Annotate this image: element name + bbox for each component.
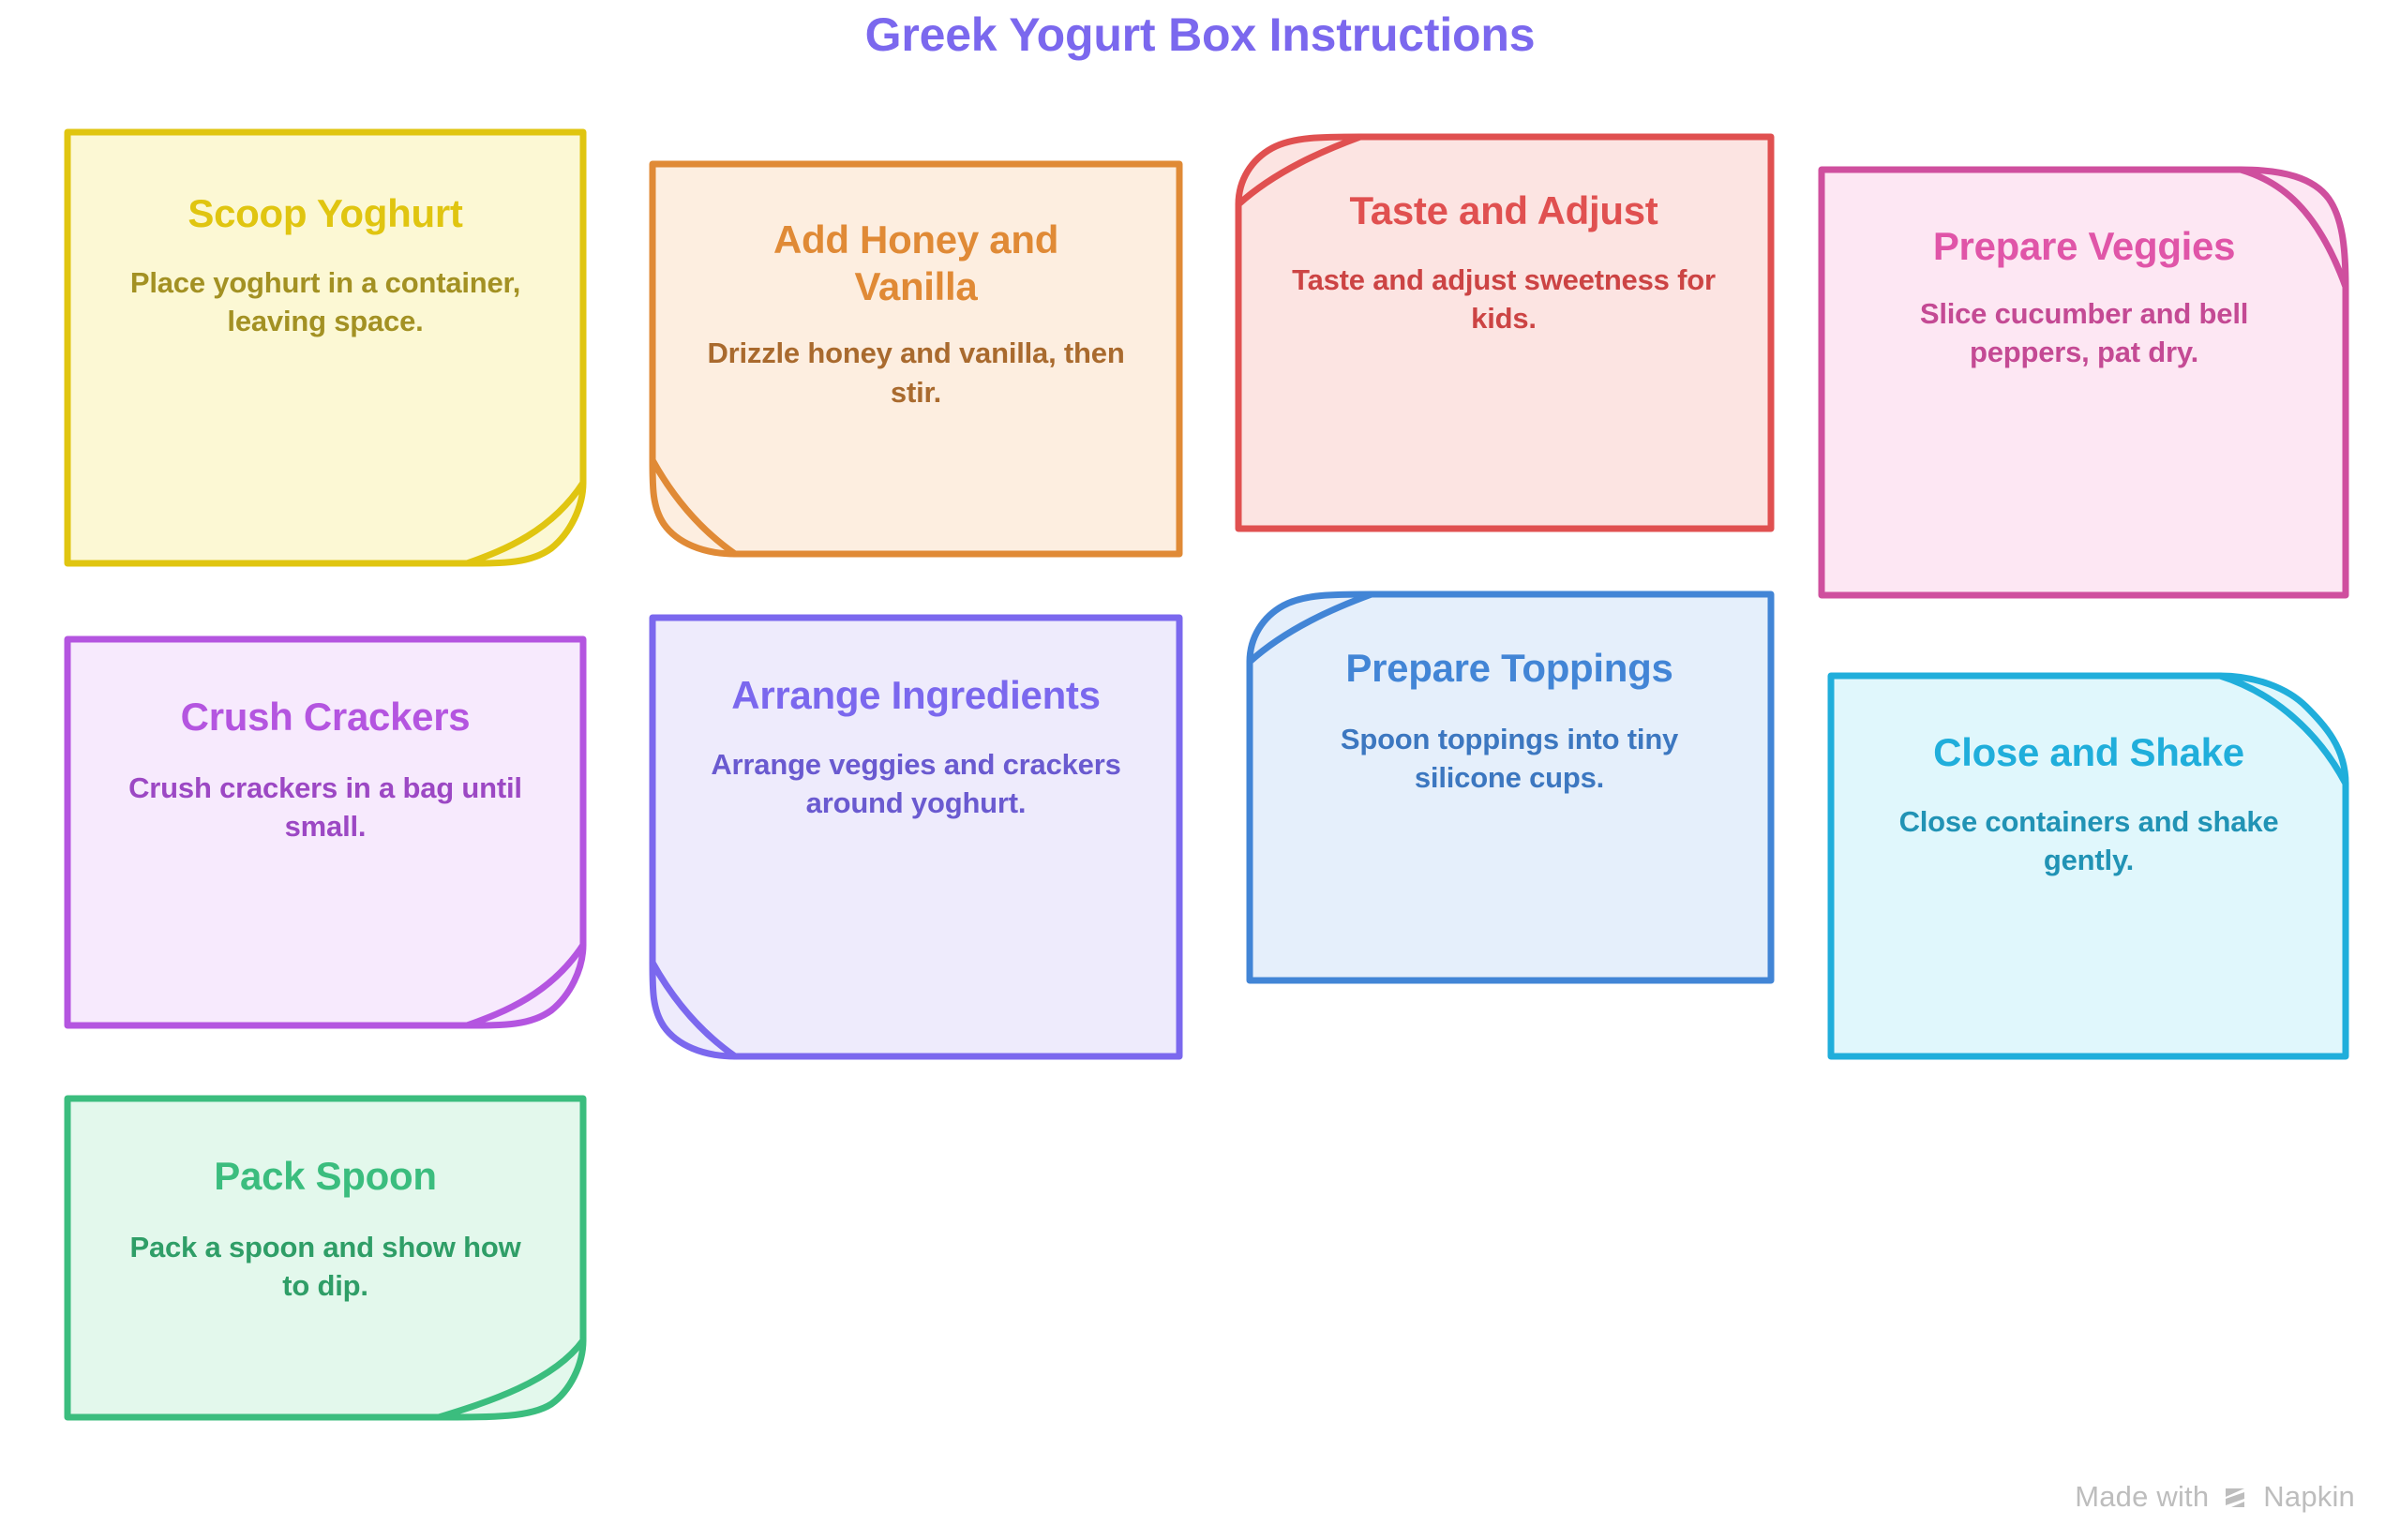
card-body: Taste and adjust sweetness for kids.: [1292, 262, 1716, 336]
card-prepare-veggies[interactable]: Prepare Veggies Slice cucumber and bell …: [1817, 165, 2351, 600]
card-arrange-ingredients[interactable]: Arrange Ingredients Arrange veggies and …: [649, 614, 1183, 1060]
sticky-note-shape-top-left-curl: [1235, 133, 1775, 532]
sticky-note-shape-bottom-left-curl: [649, 614, 1183, 1060]
sticky-note-shape-bottom-right-curl: [64, 635, 587, 1029]
card-body: Arrange veggies and crackers around yogh…: [711, 747, 1121, 820]
card-pack-spoon[interactable]: Pack Spoon Pack a spoon and show how to …: [64, 1095, 587, 1421]
sticky-note-shape-top-right-curl: [1827, 672, 2349, 1060]
card-title: Crush Crackers: [180, 695, 471, 739]
napkin-chevron-logo-icon: [2226, 1488, 2245, 1507]
page-title: Greek Yogurt Box Instructions: [864, 8, 1536, 61]
napkin-watermark: Made with Napkin: [2075, 1480, 2355, 1514]
card-taste-and-adjust[interactable]: Taste and Adjust Taste and adjust sweetn…: [1233, 129, 1775, 532]
card-body: Drizzle honey and vanilla, then stir.: [707, 336, 1125, 409]
card-title: Scoop Yoghurt: [188, 191, 463, 235]
card-title: Arrange Ingredients: [731, 673, 1101, 717]
card-add-honey-and-vanilla[interactable]: Add Honey and Vanilla Drizzle honey and …: [649, 160, 1183, 558]
card-title: Prepare Toppings: [1345, 646, 1673, 690]
card-body: Crush crackers in a bag until small.: [128, 770, 522, 844]
card-title: Add Honey and Vanilla: [772, 217, 1059, 308]
card-title: Taste and Adjust: [1349, 188, 1658, 232]
card-crush-crackers[interactable]: Crush Crackers Crush crackers in a bag u…: [64, 635, 587, 1029]
card-title: Prepare Veggies: [1932, 224, 2236, 268]
watermark-prefix: Made with: [2075, 1480, 2210, 1513]
sticky-note-shape-top-right-soft-curl: [1818, 166, 2349, 599]
card-scoop-yoghurt[interactable]: Scoop Yoghurt Place yoghurt in a contain…: [64, 128, 587, 567]
card-prepare-toppings[interactable]: Prepare Toppings Spoon toppings into tin…: [1244, 589, 1775, 984]
watermark-brand: Napkin: [2263, 1480, 2355, 1513]
card-body: Close containers and shake gently.: [1898, 804, 2279, 877]
card-title: Close and Shake: [1933, 730, 2244, 774]
sticky-note-shape-top-left-curl: [1246, 591, 1775, 984]
card-close-and-shake[interactable]: Close and Shake Close containers and sha…: [1826, 671, 2351, 1061]
card-body: Place yoghurt in a container, leaving sp…: [129, 265, 521, 338]
card-body: Spoon toppings into tiny silicone cups.: [1340, 722, 1679, 795]
card-body: Slice cucumber and bell peppers, pat dry…: [1919, 296, 2249, 369]
sticky-note-shape-bottom-right-curl: [64, 1095, 587, 1421]
sticky-note-shape-bottom-left-curl: [649, 160, 1183, 558]
card-body: Pack a spoon and show how to dip.: [129, 1230, 521, 1303]
sticky-note-shape-bottom-right-curl: [64, 128, 587, 567]
card-title: Pack Spoon: [214, 1154, 437, 1198]
